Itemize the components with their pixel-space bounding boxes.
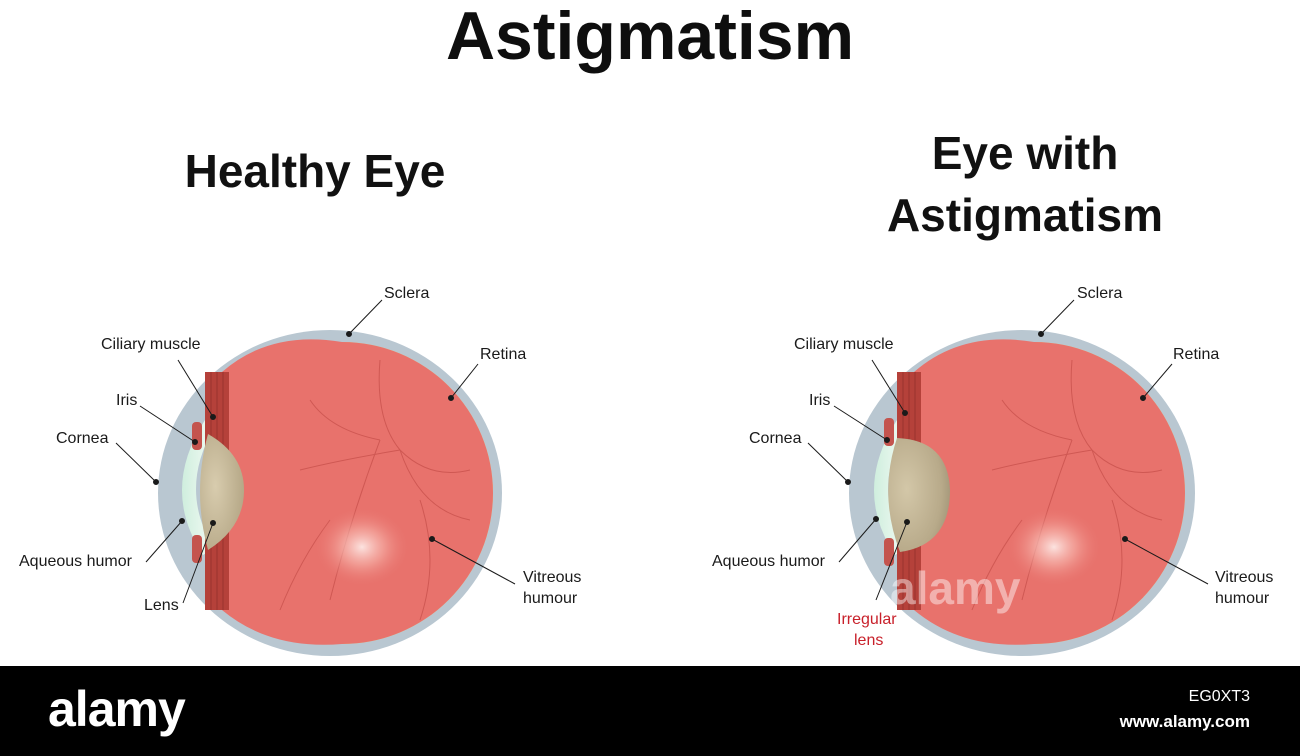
astig-label-irregular-lens-2: lens <box>854 632 883 649</box>
astig-label-irregular-lens-1: Irregular <box>837 611 897 628</box>
astig-label-retina: Retina <box>1173 346 1219 363</box>
watermark-text: alamy <box>890 562 1021 614</box>
healthy-label-sclera: Sclera <box>384 285 429 302</box>
healthy-label-vitreous-1: Vitreous <box>523 569 581 586</box>
astig-light-spot <box>1006 507 1102 587</box>
astig-label-cornea: Cornea <box>749 430 802 447</box>
healthy-label-aqueous-humor: Aqueous humor <box>19 553 133 570</box>
healthy-label-iris: Iris <box>116 392 137 409</box>
astig-label-vitreous-1: Vitreous <box>1215 569 1273 586</box>
astig-cornea <box>873 420 906 555</box>
astig-label-sclera: Sclera <box>1077 285 1122 302</box>
healthy-eye: Sclera Ciliary muscle Retina Iris Cornea… <box>19 285 581 656</box>
footer-logo: alamy <box>48 681 186 737</box>
astigmatism-eye-title: Eye with Astigmatism <box>820 122 1230 246</box>
footer-bar: alamy EG0XT3 www.alamy.com <box>0 666 1300 756</box>
healthy-label-retina: Retina <box>480 346 526 363</box>
astig-label-aqueous-humor: Aqueous humor <box>712 553 826 570</box>
healthy-eye-title: Healthy Eye <box>184 145 446 197</box>
eye-diagrams: Sclera Ciliary muscle Retina Iris Cornea… <box>19 285 1273 656</box>
healthy-label-lens: Lens <box>144 597 179 614</box>
astig-label-vitreous-2: humour <box>1215 590 1270 607</box>
healthy-label-ciliary-muscle: Ciliary muscle <box>101 336 201 353</box>
astig-iris-bottom <box>884 538 894 566</box>
astigmatism-eye: Sclera Ciliary muscle Retina Iris Cornea… <box>712 285 1273 656</box>
healthy-iris-top <box>192 422 202 450</box>
footer-url[interactable]: www.alamy.com <box>1119 712 1250 731</box>
healthy-vitreous <box>222 339 493 645</box>
astig-irregular-lens <box>888 438 950 552</box>
healthy-label-cornea: Cornea <box>56 430 109 447</box>
astig-label-ciliary-muscle: Ciliary muscle <box>794 336 894 353</box>
astig-label-iris: Iris <box>809 392 830 409</box>
astig-vitreous <box>914 339 1185 645</box>
footer-image-id: EG0XT3 <box>1188 688 1250 705</box>
healthy-label-vitreous-2: humour <box>523 590 578 607</box>
main-title: Astigmatism <box>445 0 855 74</box>
healthy-iris-bottom <box>192 535 202 563</box>
astigmatism-title-line2: Astigmatism <box>886 189 1164 241</box>
astigmatism-title-line1: Eye with <box>931 127 1119 179</box>
healthy-light-spot <box>314 507 410 587</box>
healthy-cornea <box>181 420 214 555</box>
